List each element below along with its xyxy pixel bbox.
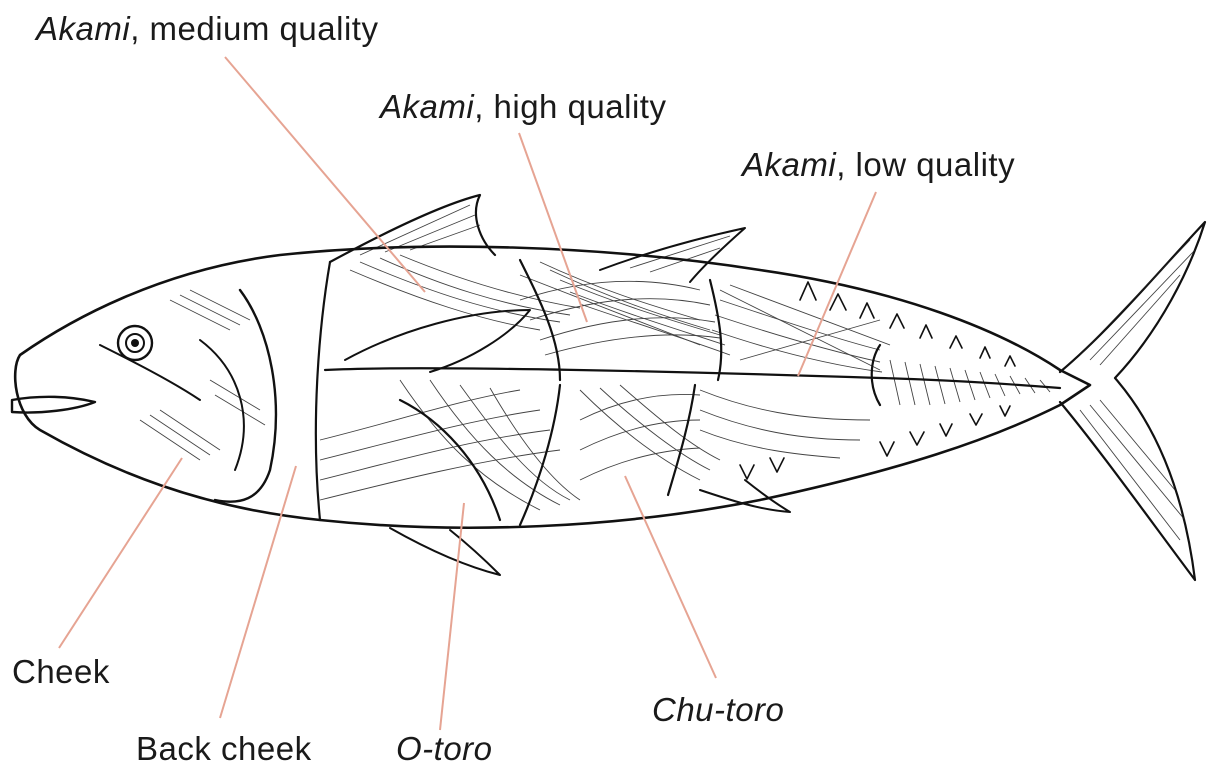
label-akami-medium: Akami, medium quality — [36, 12, 378, 45]
label-cheek: Cheek — [12, 655, 110, 688]
label-o-toro: O-toro — [396, 732, 493, 765]
leader-akami-low — [798, 192, 876, 376]
leader-akami-high — [519, 133, 587, 322]
label-akami-high: Akami, high quality — [380, 90, 666, 123]
leader-o-toro — [440, 503, 464, 730]
label-chu-toro: Chu-toro — [652, 693, 784, 726]
label-akami-low: Akami, low quality — [742, 148, 1015, 181]
leader-cheek — [59, 458, 182, 648]
leader-back-cheek — [220, 466, 296, 718]
label-back-cheek: Back cheek — [136, 732, 312, 765]
leader-chu-toro — [625, 476, 716, 678]
